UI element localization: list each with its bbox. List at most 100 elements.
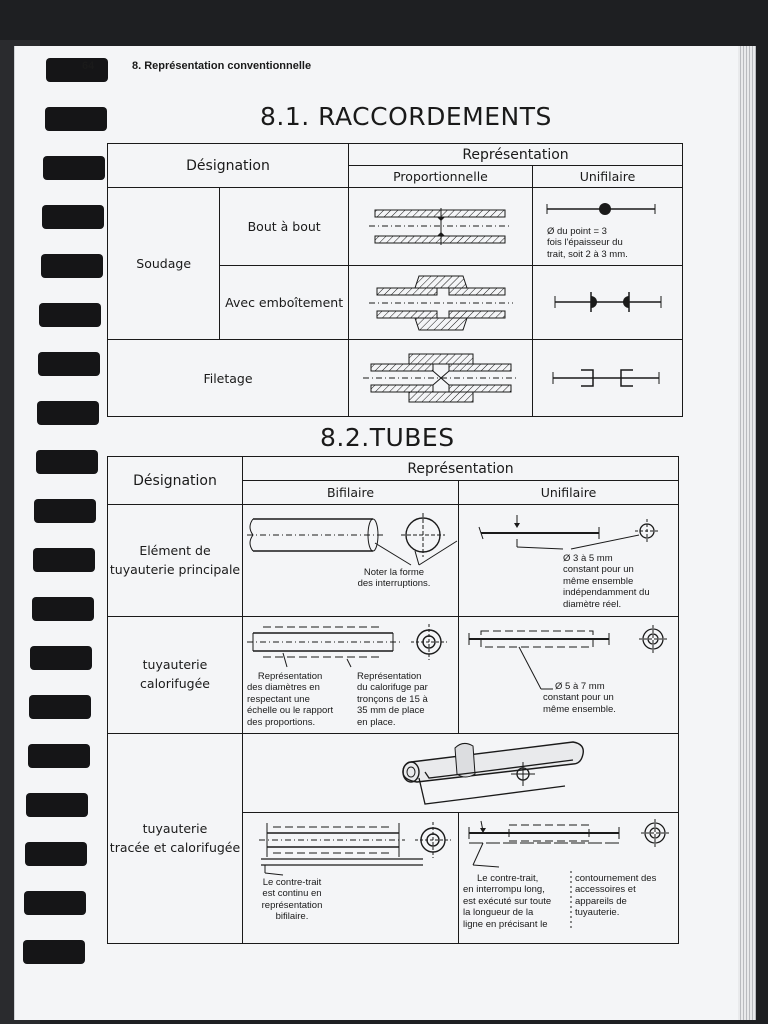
- binding-ring: [45, 107, 107, 131]
- header-unifilaire: Unifilaire: [458, 480, 679, 505]
- header-designation: Désignation: [107, 143, 349, 188]
- section-title-tubes: 8.2.TUBES: [320, 423, 455, 452]
- drawing-emboitement-unifilaire: [531, 265, 684, 340]
- binding-ring: [46, 58, 108, 82]
- binding-ring: [23, 940, 85, 964]
- note-interruptions: Noter la forme des interruptions.: [339, 567, 449, 590]
- drawing-filetage-proportionnelle: [347, 339, 533, 417]
- binding-ring: [29, 695, 91, 719]
- note-contournement: contournement des accessoires et apparei…: [575, 873, 656, 919]
- note-diametre-5-7: Ø 5 à 7 mm constant pour un même ensembl…: [543, 681, 616, 715]
- drawing-bout-a-bout-unifilaire: Ø du point = 3 fois l'épaisseur du trait…: [531, 187, 684, 266]
- binding-ring: [37, 401, 99, 425]
- socket-weld-section-drawing: [368, 275, 513, 331]
- row-avec-emboitement: Avec emboîtement: [219, 265, 349, 340]
- drawing-calorifugee-bifilaire: Représentation des diamètres en respecta…: [242, 616, 459, 734]
- drawing-emboitement-proportionnelle: [347, 265, 533, 340]
- row-tuyauterie-tracee-calorifugee: tuyauterie tracée et calorifugée: [107, 733, 243, 944]
- binding-ring: [39, 303, 101, 327]
- binding-ring: [24, 891, 86, 915]
- note-line: la longueur de la: [463, 907, 534, 919]
- binding-ring: [34, 499, 96, 523]
- row-soudage: Soudage: [106, 187, 221, 340]
- note-line: 35 mm de place: [357, 705, 425, 717]
- raccordements-table: Désignation Représentation Proportionnel…: [106, 143, 684, 417]
- row-label-line: tuyauterie principale: [109, 561, 241, 577]
- binding-ring: [41, 254, 103, 278]
- note-point-diameter: Ø du point = 3 fois l'épaisseur du trait…: [547, 226, 628, 260]
- header-representation: Représentation: [347, 143, 684, 166]
- note-line: en place.: [357, 716, 396, 728]
- drawing-calorifugee-unifilaire: Ø 5 à 7 mm constant pour un même ensembl…: [458, 616, 679, 734]
- binding-ring: [43, 156, 105, 180]
- note-line: est exécuté sur toute: [463, 895, 552, 907]
- note-line: des interruptions.: [357, 578, 431, 590]
- binding-ring: [25, 842, 87, 866]
- row-tuyauterie-calorifugee: tuyauterie calorifugée: [107, 616, 243, 734]
- note-line: contournement des: [575, 873, 657, 884]
- note-line: du calorifuge par: [357, 682, 428, 694]
- note-line: même ensemble.: [543, 703, 616, 715]
- note-line: tuyauterie.: [575, 907, 620, 919]
- note-line: Ø 5 à 7 mm: [555, 681, 605, 692]
- page-number: 64: [82, 60, 95, 72]
- note-line: des proportions.: [247, 716, 316, 728]
- binding-ring: [28, 744, 90, 768]
- traced-pipe-double-line-drawing: [259, 822, 451, 876]
- tubes-table: Désignation Représentation Bifilaire Uni…: [107, 456, 679, 944]
- note-line: respectant une: [247, 693, 310, 705]
- note-line: Ø du point = 3: [546, 226, 607, 237]
- note-line: représentation: [261, 899, 323, 911]
- row-label-line: tuyauterie: [142, 820, 208, 836]
- butt-weld-section-drawing: [368, 208, 511, 245]
- note-line: trait, soit 2 à 3 mm.: [546, 248, 628, 260]
- insulated-pipe-single-line-drawing: [468, 625, 667, 690]
- header-representation: Représentation: [242, 456, 679, 481]
- row-label-line: calorifugée: [140, 676, 210, 691]
- row-filetage: Filetage: [107, 339, 349, 417]
- note-line: Noter la forme: [363, 567, 425, 578]
- note-line: Représentation: [257, 671, 323, 682]
- note-line: est continu en: [262, 888, 322, 900]
- note-representation-calorifuge: Représentation du calorifuge par tronçon…: [357, 671, 428, 728]
- note-line: en interrompu long,: [463, 884, 545, 896]
- row-label-line: tuyauterie: [142, 657, 208, 673]
- row-label-line: tracée et calorifugée: [109, 839, 241, 855]
- note-line: constant pour un: [563, 564, 634, 576]
- note-contre-trait-bifilaire: Le contre-trait est continu en représent…: [249, 877, 335, 923]
- socket-weld-single-line-drawing: [554, 292, 662, 312]
- threaded-joint-section-drawing: [362, 353, 519, 403]
- note-contre-trait-unifilaire: Le contre-trait, en interrompu long, est…: [463, 873, 551, 930]
- note-line: Le contre-trait,: [477, 873, 539, 884]
- note-line: appareils de: [575, 895, 627, 907]
- note-diametre-3-5: Ø 3 à 5 mm constant pour un même ensembl…: [563, 553, 650, 610]
- drawing-filetage-unifilaire: [531, 339, 684, 417]
- note-line: accessoires et: [575, 884, 636, 896]
- header-unifilaire: Unifilaire: [531, 165, 684, 188]
- row-label-line: Elément de: [139, 542, 211, 558]
- note-line: Ø 3 à 5 mm: [563, 553, 613, 564]
- insulated-pipe-double-line-drawing: [247, 624, 447, 668]
- note-line: ligne en précisant le: [463, 918, 548, 930]
- note-line: des diamètres en: [247, 682, 320, 694]
- note-line: tronçons de 15 à: [357, 693, 428, 705]
- note-line: même ensemble: [563, 575, 634, 587]
- note-line: Représentation: [357, 671, 422, 682]
- section-title-raccordements: 8.1. RACCORDEMENTS: [260, 102, 552, 131]
- note-line: indépendamment du: [563, 587, 650, 599]
- binding-ring: [36, 450, 98, 474]
- traced-pipe-single-line-drawing: [468, 819, 669, 931]
- binding-ring: [33, 548, 95, 572]
- binding-ring: [26, 793, 88, 817]
- note-line: fois l'épaisseur du: [546, 237, 623, 249]
- traced-pipe-perspective-drawing: [402, 741, 584, 805]
- header-proportionnelle: Proportionnelle: [347, 165, 533, 188]
- note-line: Le contre-trait: [262, 877, 322, 888]
- note-line: constant pour un: [543, 692, 614, 704]
- binding-ring: [38, 352, 100, 376]
- row-bout-a-bout: Bout à bout: [219, 187, 349, 266]
- drawing-tracee-bifilaire: Le contre-trait est continu en représent…: [242, 812, 459, 944]
- binding-ring: [32, 597, 94, 621]
- chapter-header: 8. Représentation conventionnelle: [132, 60, 312, 72]
- row-element-tuyauterie-principale: Elément de tuyauterie principale: [107, 504, 243, 617]
